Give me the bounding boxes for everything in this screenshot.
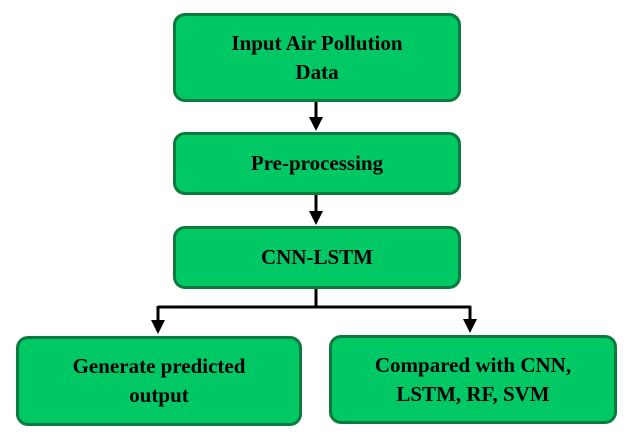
node-label: Input Air Pollution Data [231, 30, 403, 84]
node-input-data: Input Air Pollution Data [173, 13, 461, 102]
node-label: CNN-LSTM [260, 245, 373, 269]
node-preprocessing: Pre-processing [173, 132, 461, 195]
node-label: Generate predicted output [72, 354, 246, 407]
node-generate-output: Generate predicted output [16, 336, 302, 426]
node-comparison: Compared with CNN, LSTM, RF, SVM [329, 335, 617, 424]
node-label: Compared with CNN, LSTM, RF, SVM [374, 352, 572, 406]
node-label: Pre-processing [250, 151, 384, 175]
node-cnn-lstm: CNN-LSTM [173, 226, 461, 289]
